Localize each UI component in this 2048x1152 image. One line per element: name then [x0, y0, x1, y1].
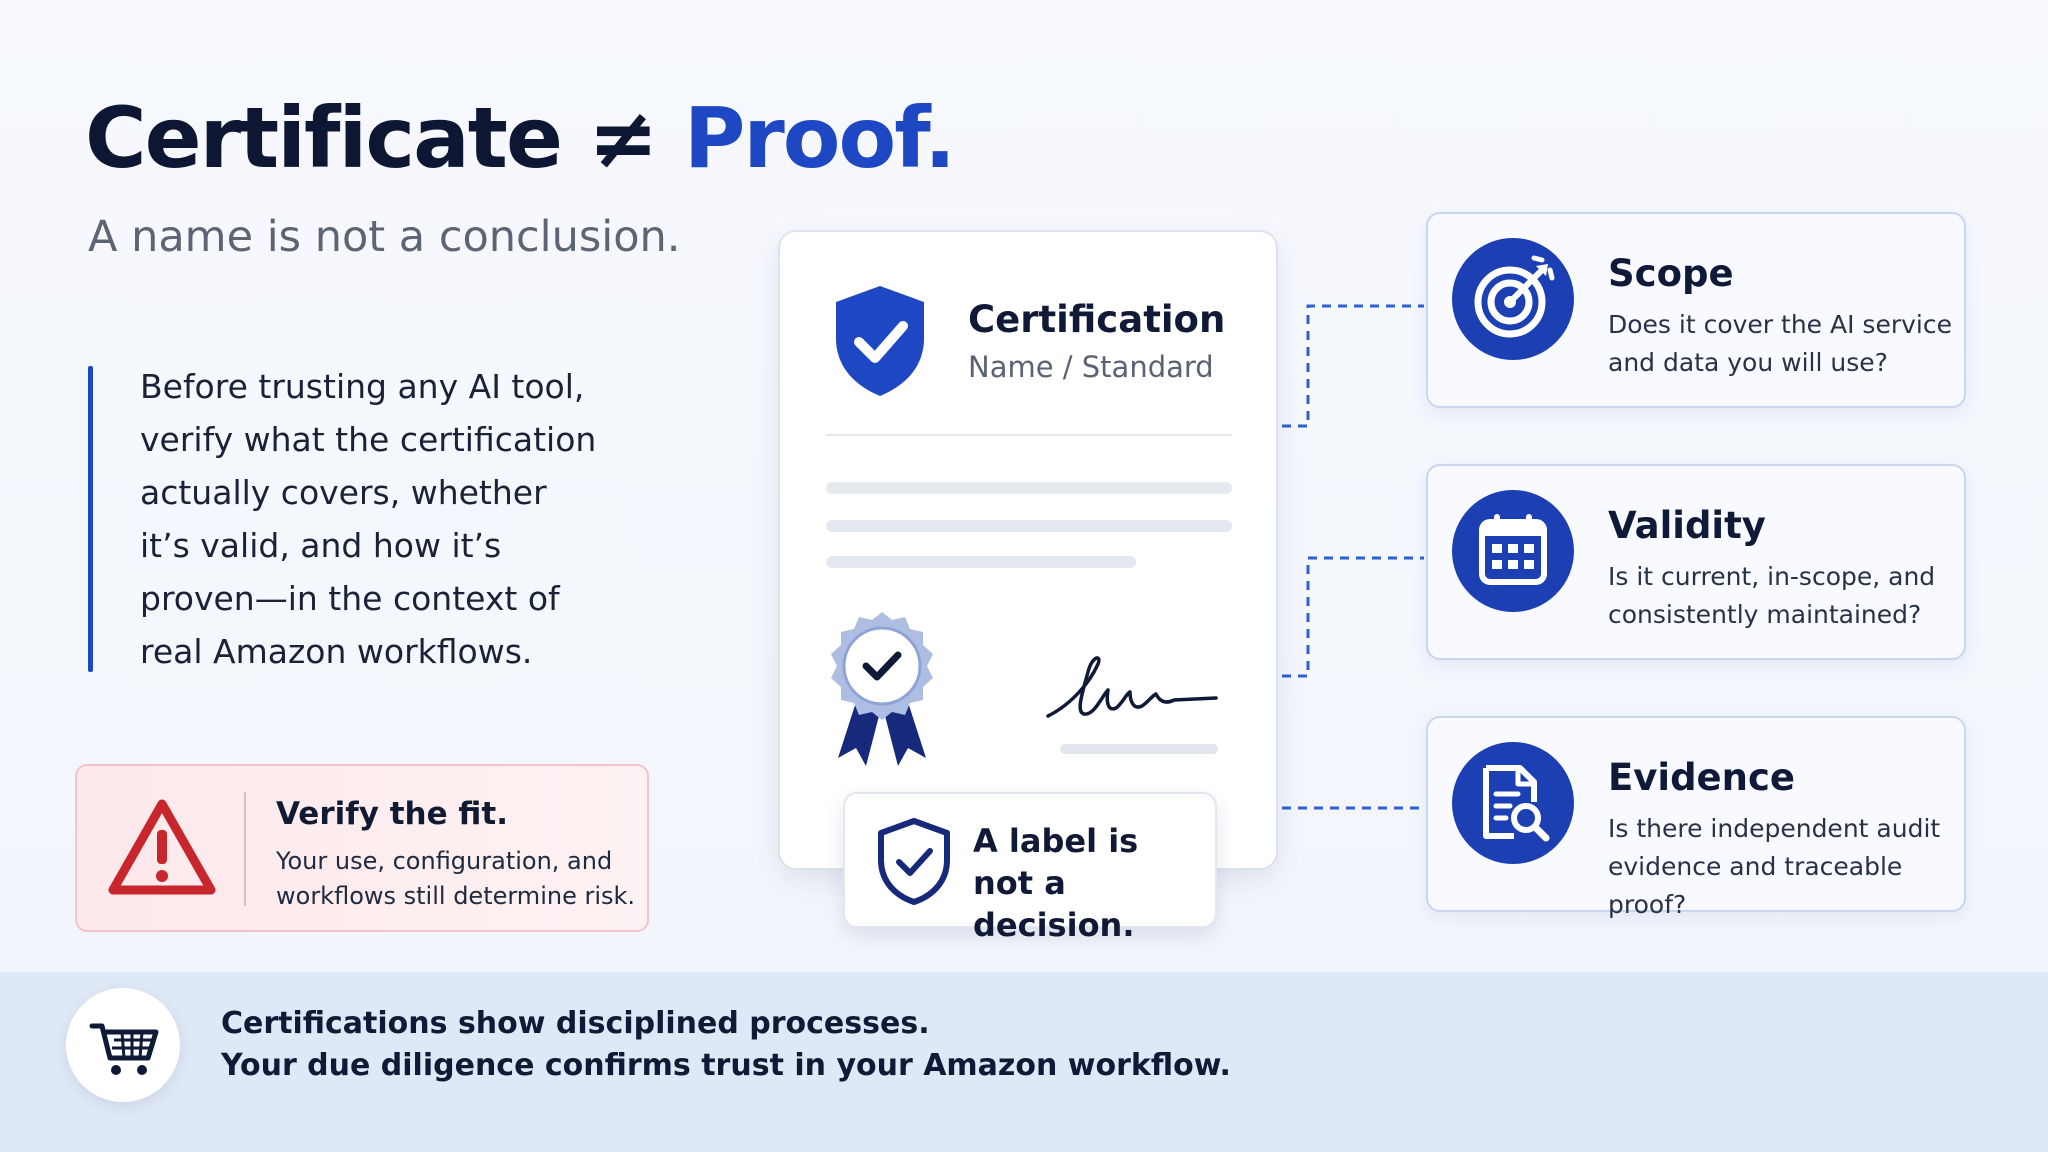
warning-text: Your use, configuration, and workflows s… [276, 847, 636, 910]
scope-text: Does it cover the AI service and data yo… [1608, 310, 1952, 377]
validity-card: Validity Is it current, in-scope, and co… [1426, 464, 1966, 660]
certificate-subtitle: Name / Standard [968, 350, 1214, 384]
calendar-icon [1452, 490, 1574, 612]
evidence-card: Evidence Is there independent audit evid… [1426, 716, 1966, 919]
scope-card: Scope Does it cover the AI service and d… [1426, 212, 1966, 408]
scope-title: Scope [1608, 252, 1734, 295]
banner-line-2: Your due diligence confirms trust in you… [221, 1048, 1231, 1083]
page-title: Certificate ≠ Proof. [85, 89, 956, 187]
warning-box: Verify the fit. Your use, configuration,… [75, 764, 649, 932]
evidence-title: Evidence [1608, 756, 1796, 799]
text-placeholder-line [826, 520, 1232, 532]
page-subtitle: A name is not a conclusion. [88, 212, 681, 262]
title-accent: Proof. [683, 89, 956, 187]
evidence-text: Is there independent audit evidence and … [1608, 814, 1941, 919]
certificate-divider [826, 434, 1232, 436]
certificate-title: Certification [968, 298, 1226, 341]
award-seal-icon [820, 608, 944, 770]
signature-line [1060, 744, 1218, 754]
document-search-icon [1452, 742, 1574, 864]
shopping-cart-icon [66, 988, 180, 1102]
warning-triangle-icon [107, 796, 217, 900]
label-callout: A label is not a decision. [843, 792, 1217, 944]
target-icon [1452, 238, 1574, 360]
title-main: Certificate ≠ [85, 89, 684, 187]
banner-line-1: Certifications show disciplined processe… [221, 1006, 930, 1041]
validity-text: Is it current, in-scope, and consistentl… [1608, 562, 1936, 629]
shield-outline-check-icon [875, 816, 953, 906]
validity-title: Validity [1608, 504, 1766, 547]
warning-title: Verify the fit. [276, 796, 509, 832]
signature-icon [1042, 652, 1222, 732]
certificate-card: Certification Name / Standard [778, 230, 1278, 870]
description-accent-bar [88, 366, 93, 672]
shield-check-icon [830, 282, 930, 400]
description-text: Before trusting any AI tool, verify what… [140, 367, 597, 671]
text-placeholder-line [826, 482, 1232, 494]
bottom-banner: Certifications show disciplined processe… [0, 972, 2048, 1152]
label-callout-text: A label is not a decision. [973, 822, 1139, 944]
text-placeholder-line [826, 556, 1136, 568]
warning-divider [244, 792, 246, 906]
